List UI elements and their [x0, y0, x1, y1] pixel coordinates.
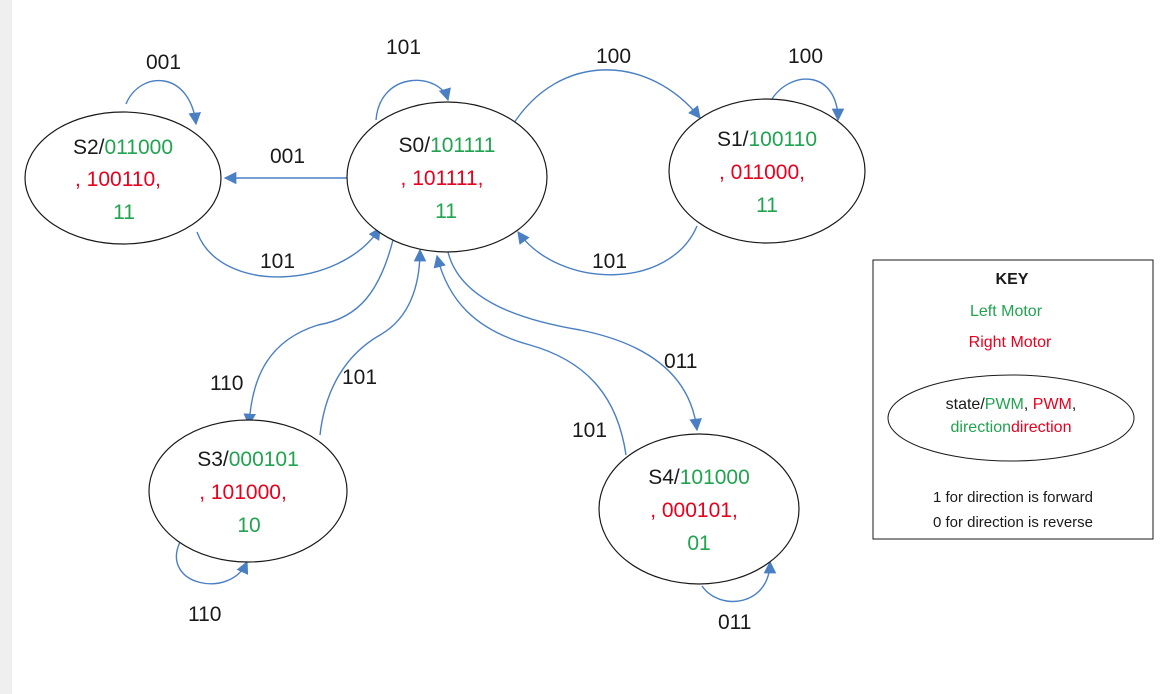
state-s0-pwm-right: , 101111, — [401, 167, 484, 190]
edge-s0-to-s3 — [243, 239, 394, 427]
key-title: KEY — [996, 271, 1029, 288]
state-s1-name: S1/ — [717, 128, 749, 151]
label-s2-self: 001 — [146, 51, 181, 74]
label-s0-to-s3: 110 — [210, 372, 243, 395]
state-s3-dir: 10 — [237, 514, 260, 537]
state-s3-ellipse — [148, 419, 348, 563]
state-s2-pwm-left: 011000 — [105, 136, 174, 159]
key-right-motor: Right Motor — [969, 334, 1052, 351]
state-s1-ellipse — [668, 98, 866, 244]
key-example-line1: state/PWM, PWM, — [946, 396, 1077, 413]
label-s0-to-s1: 100 — [596, 45, 631, 68]
label-s3-to-s0: 101 — [342, 366, 377, 389]
state-s1[interactable]: S1/100110 , 011000, 11 — [668, 98, 866, 244]
label-s1-self: 100 — [788, 45, 823, 68]
state-s2[interactable]: S2/011000 , 100110, 11 — [24, 111, 222, 245]
left-margin-strip — [0, 0, 12, 694]
edge-s1-self — [769, 78, 845, 122]
key-note-forward: 1 for direction is forward — [933, 489, 1093, 506]
label-s1-to-s0: 101 — [592, 250, 627, 273]
key-note-reverse: 0 for direction is reverse — [933, 514, 1093, 531]
edges — [125, 69, 845, 603]
label-s2-to-s0: 101 — [260, 250, 295, 273]
label-s4-self: 011 — [718, 611, 751, 634]
state-s2-pwm-right: , 100110, — [75, 168, 161, 191]
label-s0-to-s2: 001 — [270, 145, 305, 168]
edge-s3-to-s0 — [319, 248, 427, 436]
state-s1-dir: 11 — [756, 194, 778, 217]
key-example-line2: directiondirection — [951, 419, 1072, 436]
state-s4-dir: 01 — [687, 532, 710, 555]
state-s4-pwm-right: , 000101, — [650, 499, 738, 522]
edge-labels: 001 101 100 100 001 101 101 110 101 011 … — [146, 36, 823, 634]
key-left-motor: Left Motor — [970, 303, 1043, 320]
edge-s0-to-s1 — [511, 69, 701, 127]
state-s1-pwm-right: , 011000, — [719, 161, 805, 184]
state-s3-pwm-left: 000101 — [229, 448, 299, 471]
label-s0-self: 101 — [386, 36, 421, 59]
state-s0-ellipse — [346, 101, 548, 253]
state-s3-line1: S3/000101 — [197, 448, 299, 471]
state-s3-pwm-right: , 101000, — [199, 481, 287, 504]
edge-s0-to-s4 — [447, 251, 702, 432]
state-s0-line1: S0/101111 — [399, 134, 496, 157]
edge-s0-self — [375, 79, 451, 121]
label-s3-self: 110 — [188, 603, 221, 626]
edge-s1-to-s0 — [517, 225, 698, 276]
edge-s3-self — [175, 541, 249, 585]
state-s4-pwm-left: 101000 — [680, 466, 750, 489]
state-s1-pwm-left: 100110 — [749, 128, 818, 151]
state-s2-line1: S2/011000 — [73, 136, 173, 159]
state-s0-name: S0/ — [399, 134, 431, 157]
label-s4-to-s0: 101 — [572, 419, 607, 442]
state-s2-ellipse — [24, 111, 222, 245]
state-s4[interactable]: S4/101000 , 000101, 01 — [598, 433, 800, 585]
state-s2-name: S2/ — [73, 136, 105, 159]
edge-s4-self — [701, 560, 777, 603]
key-example-ellipse — [887, 374, 1135, 462]
state-s4-name: S4/ — [648, 466, 680, 489]
label-s0-to-s4: 011 — [664, 350, 697, 373]
edge-s4-to-s0 — [433, 254, 627, 456]
state-s2-dir: 11 — [113, 201, 135, 224]
edge-s2-self — [125, 79, 201, 126]
key-box: KEY Left Motor Right Motor state/PWM, PW… — [872, 259, 1154, 540]
state-s0-pwm-left: 101111 — [430, 134, 495, 157]
edge-s2-to-s0 — [196, 226, 381, 278]
state-s4-ellipse — [598, 433, 800, 585]
state-s3[interactable]: S3/000101 , 101000, 10 — [148, 419, 348, 563]
state-s1-line1: S1/100110 — [717, 128, 817, 151]
state-s0[interactable]: S0/101111 , 101111, 11 — [346, 101, 548, 253]
state-s4-line1: S4/101000 — [648, 466, 750, 489]
state-s3-name: S3/ — [197, 448, 229, 471]
state-s0-dir: 11 — [435, 200, 457, 223]
